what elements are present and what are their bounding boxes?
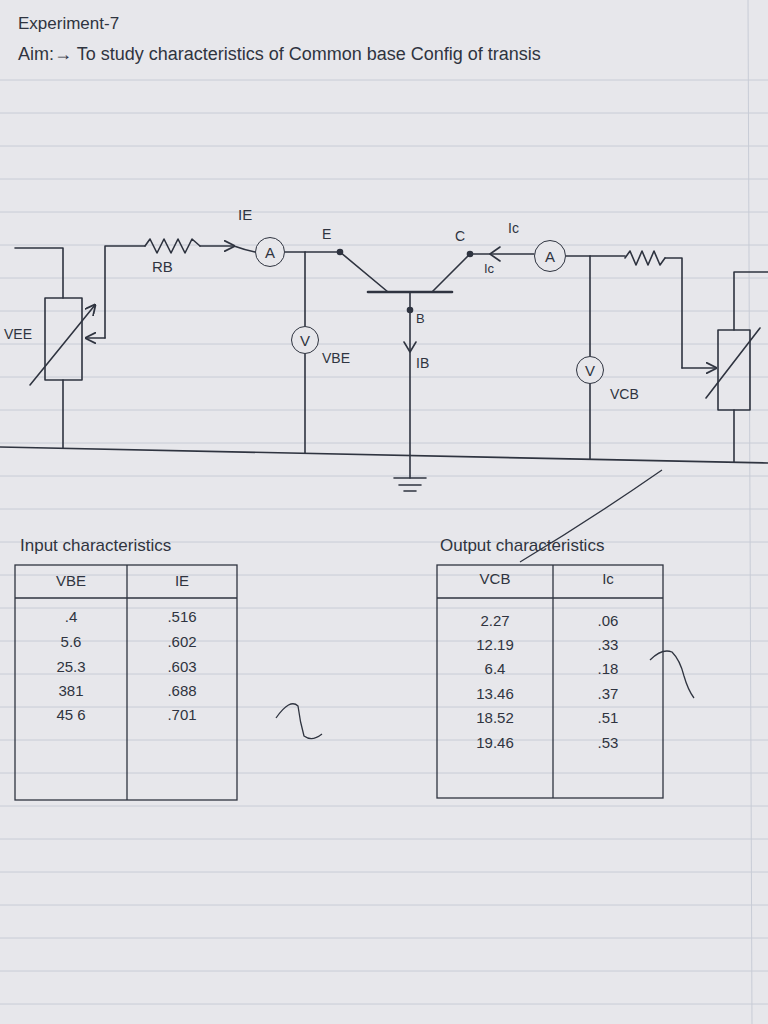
- wire: [305, 251, 340, 253]
- component-label: RB: [152, 258, 173, 275]
- ammeter-symbol: A: [255, 237, 285, 267]
- terminal-label: E: [322, 226, 331, 242]
- wire: [733, 410, 735, 462]
- table-cell: .688: [167, 682, 196, 699]
- table-cell: .18: [598, 660, 619, 677]
- table-cell: .701: [167, 706, 196, 723]
- current-arrow: [200, 245, 234, 247]
- wire: [566, 256, 590, 356]
- ground-line: [0, 447, 768, 463]
- table-header: IE: [175, 572, 189, 589]
- wire: [285, 252, 305, 326]
- table-rule: [15, 565, 237, 800]
- wire: [589, 384, 591, 459]
- current-label: Ic: [508, 220, 519, 236]
- terminal-label: C: [455, 228, 465, 244]
- wire: [590, 255, 625, 257]
- table-cell: 381: [58, 682, 83, 699]
- table-border: [15, 565, 237, 800]
- terminal-label: B: [416, 312, 425, 327]
- table-border: [437, 565, 663, 798]
- table-header: VBE: [56, 572, 86, 589]
- table-cell: .516: [167, 608, 196, 625]
- table-cell: 45 6: [56, 706, 85, 723]
- slider-arrow: [682, 367, 716, 369]
- page-heading: Experiment-7: [18, 14, 119, 34]
- voltmeter-symbol: V: [291, 326, 319, 354]
- resistor-symbol: [625, 251, 665, 265]
- table-cell: 5.6: [61, 633, 82, 650]
- table-rule: [437, 565, 663, 798]
- table-cell: .4: [65, 608, 78, 625]
- table-header: VCB: [480, 570, 511, 587]
- slider-arrow: [86, 337, 105, 339]
- table-header: Ic: [602, 570, 614, 587]
- table-heading: Output characteristics: [440, 536, 604, 556]
- meter-letter: V: [300, 333, 310, 348]
- meter-letter: A: [545, 249, 555, 264]
- check-mark: [276, 704, 322, 739]
- table-cell: .603: [167, 658, 196, 675]
- aim-text: Aim:→ To study characteristics of Common…: [18, 44, 541, 65]
- transistor-emitter: [340, 252, 388, 292]
- table-cell: 18.52: [476, 709, 514, 726]
- table-cell: .37: [598, 685, 619, 702]
- table-heading: Input characteristics: [20, 536, 171, 556]
- wire: [665, 258, 682, 368]
- rheostat-arrow: [706, 328, 760, 398]
- rheostat-arrow: [30, 305, 95, 385]
- voltage-label: VBE: [322, 350, 350, 366]
- wire: [15, 248, 63, 298]
- meter-letter: A: [265, 245, 275, 260]
- current-arrow: [404, 342, 416, 352]
- wire: [734, 272, 768, 330]
- table-cell: .602: [167, 633, 196, 650]
- table-cell: 25.3: [56, 658, 85, 675]
- wire: [304, 354, 306, 453]
- table-cell: 6.4: [485, 660, 506, 677]
- voltmeter-symbol: V: [576, 356, 604, 384]
- table-cell: .06: [598, 612, 619, 629]
- wire: [105, 246, 145, 338]
- table-cell: .51: [598, 709, 619, 726]
- current-label: Ic: [484, 262, 494, 277]
- table-cell: 2.27: [480, 612, 509, 629]
- voltage-label: VEE: [4, 326, 32, 342]
- variable-resistor: [45, 298, 82, 380]
- table-cell: 19.46: [476, 734, 514, 751]
- wire: [470, 253, 534, 255]
- wire: [409, 292, 411, 478]
- voltage-label: VCB: [610, 386, 639, 402]
- current-label: IE: [238, 206, 252, 223]
- current-label: IB: [416, 355, 429, 371]
- wire: [62, 380, 64, 448]
- wire: [234, 246, 255, 252]
- check-mark: [650, 651, 694, 698]
- terminal-dot: [408, 308, 413, 313]
- table-cell: 13.46: [476, 685, 514, 702]
- ammeter-symbol: A: [534, 240, 566, 272]
- ground-symbol: [394, 478, 426, 491]
- variable-resistor: [718, 330, 750, 410]
- table-cell: .53: [598, 734, 619, 751]
- meter-letter: V: [585, 363, 595, 378]
- resistor-symbol: [145, 239, 200, 253]
- table-cell: 12.19: [476, 636, 514, 653]
- transistor-collector: [432, 254, 470, 292]
- table-cell: .33: [598, 636, 619, 653]
